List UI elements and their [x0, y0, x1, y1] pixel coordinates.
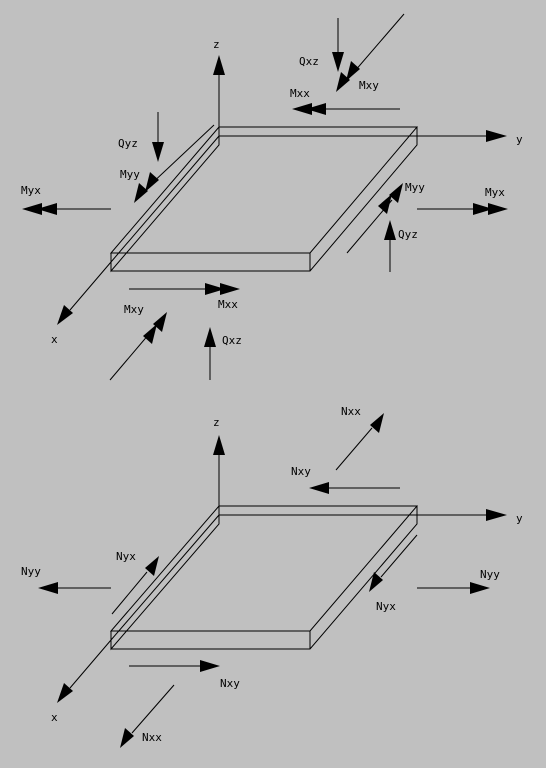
x-axis-bottom: [57, 639, 112, 703]
z-axis-arrowhead: [213, 55, 225, 75]
mxx-bottom-label: Mxx: [218, 298, 238, 311]
nxx-bottom-label: Nxx: [142, 731, 162, 744]
mxy-bottom-label: Mxy: [124, 303, 144, 316]
nyy-left-label: Nyy: [21, 565, 41, 578]
myy-left-arrow: [134, 124, 215, 203]
x-axis: [57, 261, 112, 325]
nyx-right-arrow: [369, 534, 418, 592]
y-axis-bottom-arrowhead: [486, 509, 507, 521]
plate-bottom-midplane-left: [110, 514, 220, 641]
moments-diagram: z y x Qxz Mxy Mx: [21, 13, 523, 381]
qyz-right-arrow: [384, 220, 396, 272]
plate-bottom-top-face: [109, 505, 419, 632]
plate-midplane-left: [110, 135, 220, 263]
mxx-bottom-arrow: [129, 283, 240, 295]
mxy-top-label: Mxy: [359, 79, 379, 92]
nxx-top-label: Nxx: [341, 405, 361, 418]
qxz-top-arrow: [332, 18, 344, 72]
mxx-top-label: Mxx: [290, 87, 310, 100]
x-axis-bottom-label: x: [51, 711, 58, 724]
mxy-bottom-arrow: [109, 312, 167, 381]
y-axis: [417, 130, 507, 142]
qxz-bottom-arrow: [204, 327, 216, 380]
myx-left-arrow: [22, 203, 111, 215]
y-axis-bottom-label: y: [516, 512, 523, 525]
nxx-top-arrow: [335, 413, 384, 471]
nxy-top-arrow: [309, 482, 400, 494]
mxy-top-arrow: [336, 13, 405, 92]
myy-right-label: Myy: [405, 181, 425, 194]
forces-diagram: z y x Nxx Nxy Nyx Ny: [21, 405, 523, 748]
z-axis-bottom-label: z: [213, 416, 220, 429]
myx-right-arrow: [417, 203, 508, 215]
nyy-right-arrow: [417, 582, 490, 594]
z-axis-bottom-arrowhead: [213, 435, 225, 455]
myx-right-label: Myx: [485, 186, 505, 199]
mxx-top-arrow: [292, 103, 400, 115]
qxz-top-label: Qxz: [299, 55, 319, 68]
plate-bottom: [109, 505, 419, 651]
myy-left-label: Myy: [120, 168, 140, 181]
nxy-top-label: Nxy: [291, 465, 311, 478]
nyy-right-label: Nyy: [480, 568, 500, 581]
nxy-bottom-arrow: [129, 660, 220, 672]
x-axis-arrowhead: [57, 305, 73, 325]
qyz-right-label: Qyz: [398, 228, 418, 241]
z-axis: [213, 55, 225, 127]
qyz-left-arrow: [152, 112, 164, 162]
qyz-left-label: Qyz: [118, 137, 138, 150]
z-axis-bottom: [213, 435, 225, 506]
x-axis-bottom-arrowhead: [57, 683, 73, 703]
y-axis-arrowhead: [486, 130, 507, 142]
nyx-left-arrow: [111, 556, 159, 615]
nyx-left-label: Nyx: [116, 550, 136, 563]
z-axis-label: z: [213, 38, 220, 51]
myx-left-label: Myx: [21, 184, 41, 197]
nyx-right-label: Nyx: [376, 600, 396, 613]
qxz-bottom-label: Qxz: [222, 334, 242, 347]
myy-right-arrow: [346, 183, 403, 254]
y-axis-bottom: [417, 509, 507, 521]
x-axis-label: x: [51, 333, 58, 346]
y-axis-label: y: [516, 133, 523, 146]
nyy-left-arrow: [38, 582, 111, 594]
nxx-bottom-arrow: [120, 684, 175, 748]
nxy-bottom-label: Nxy: [220, 677, 240, 690]
